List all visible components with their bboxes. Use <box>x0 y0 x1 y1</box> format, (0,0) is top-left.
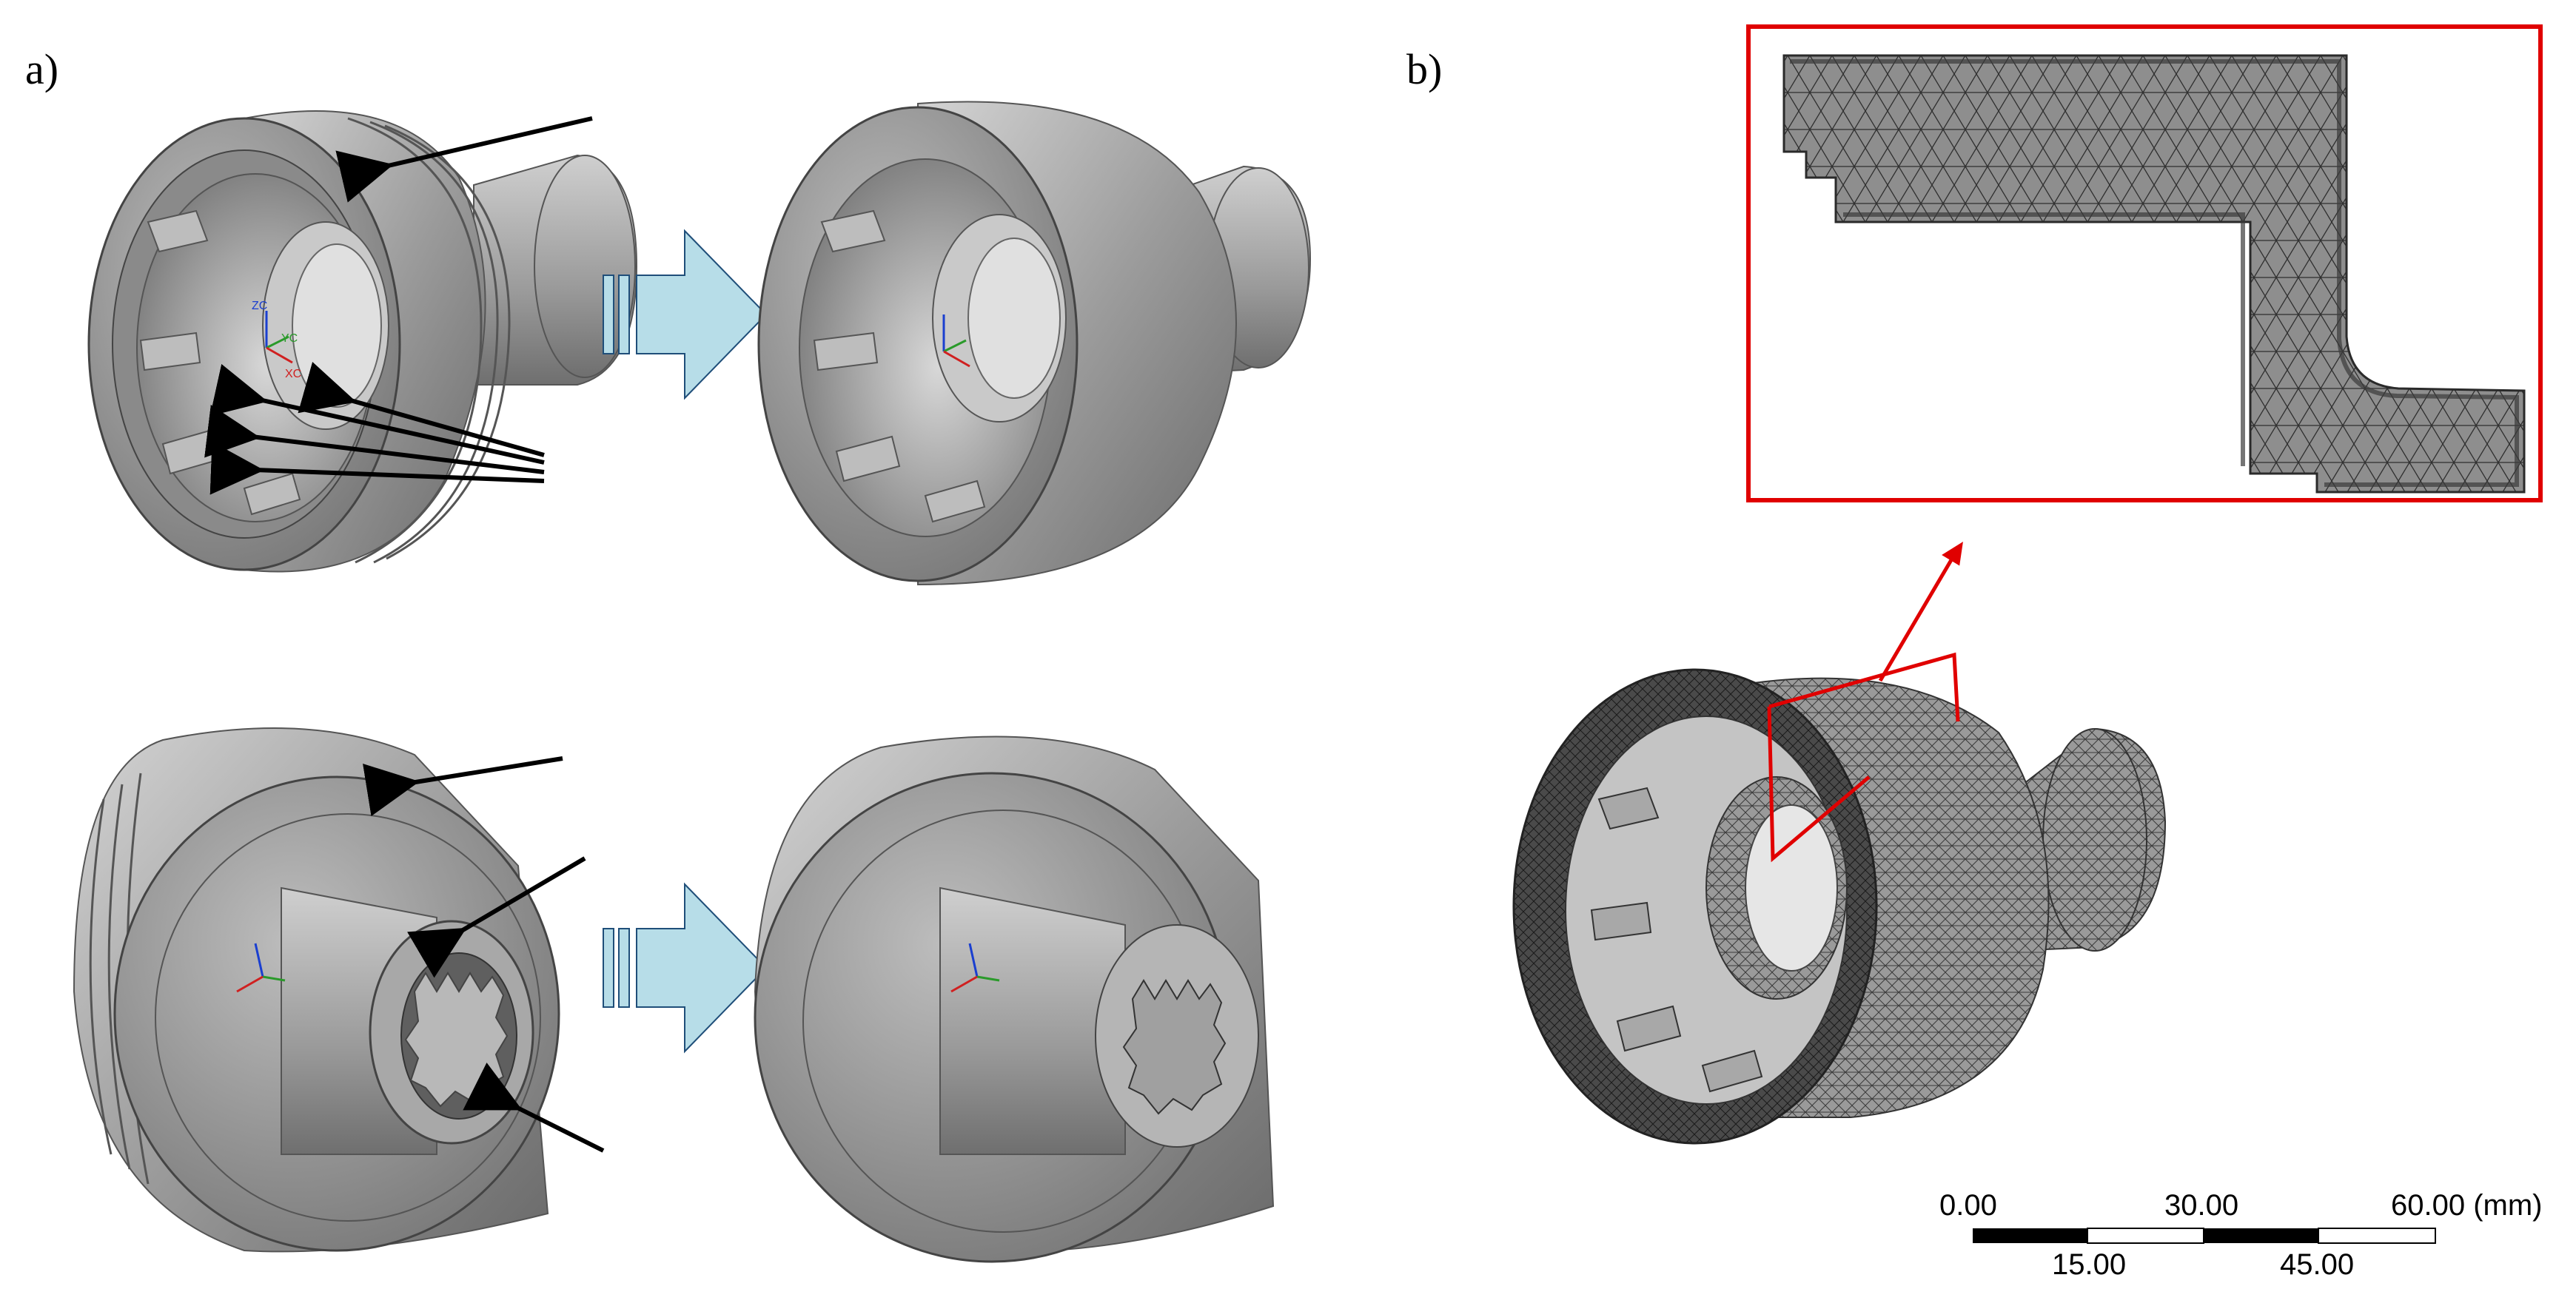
axis-label-x: XC <box>285 368 301 380</box>
panel-b-label: b) <box>1406 45 1443 93</box>
annotation-arrows-top <box>204 116 593 495</box>
mesh-detail-inset <box>1746 24 2543 502</box>
scale-label-15: 15.00 <box>2052 1248 2126 1281</box>
scale-label-0: 0.00 <box>1939 1189 1997 1222</box>
axis-label-z: ZC <box>252 300 267 312</box>
transform-arrow-bottom <box>603 882 768 1054</box>
scale-label-45: 45.00 <box>2280 1248 2354 1281</box>
part-top-simplified <box>757 101 1312 586</box>
annotation-arrows-bottom <box>363 756 605 1153</box>
inset-link-arrow <box>1878 542 1963 682</box>
part-bottom-original <box>73 727 560 1253</box>
meshed-part <box>1512 652 2167 1145</box>
axis-triad-top-left: ZC YC XC <box>252 300 301 380</box>
scale-label-60: 60.00 (mm) <box>2391 1189 2543 1222</box>
panel-a-label: a) <box>25 45 59 93</box>
part-top-original <box>87 110 638 573</box>
scale-label-30: 30.00 <box>2164 1189 2238 1222</box>
axis-triad-bottom-left <box>236 943 286 993</box>
axis-label-y: YC <box>281 332 298 345</box>
part-bottom-simplified <box>754 736 1275 1263</box>
transform-arrow-top <box>603 229 768 400</box>
axis-triad-top-right <box>942 314 970 368</box>
scale-bar: 0.00 30.00 60.00 (mm) 15.00 45.00 <box>1939 1189 2543 1281</box>
axis-triad-bottom-right <box>950 943 1000 993</box>
